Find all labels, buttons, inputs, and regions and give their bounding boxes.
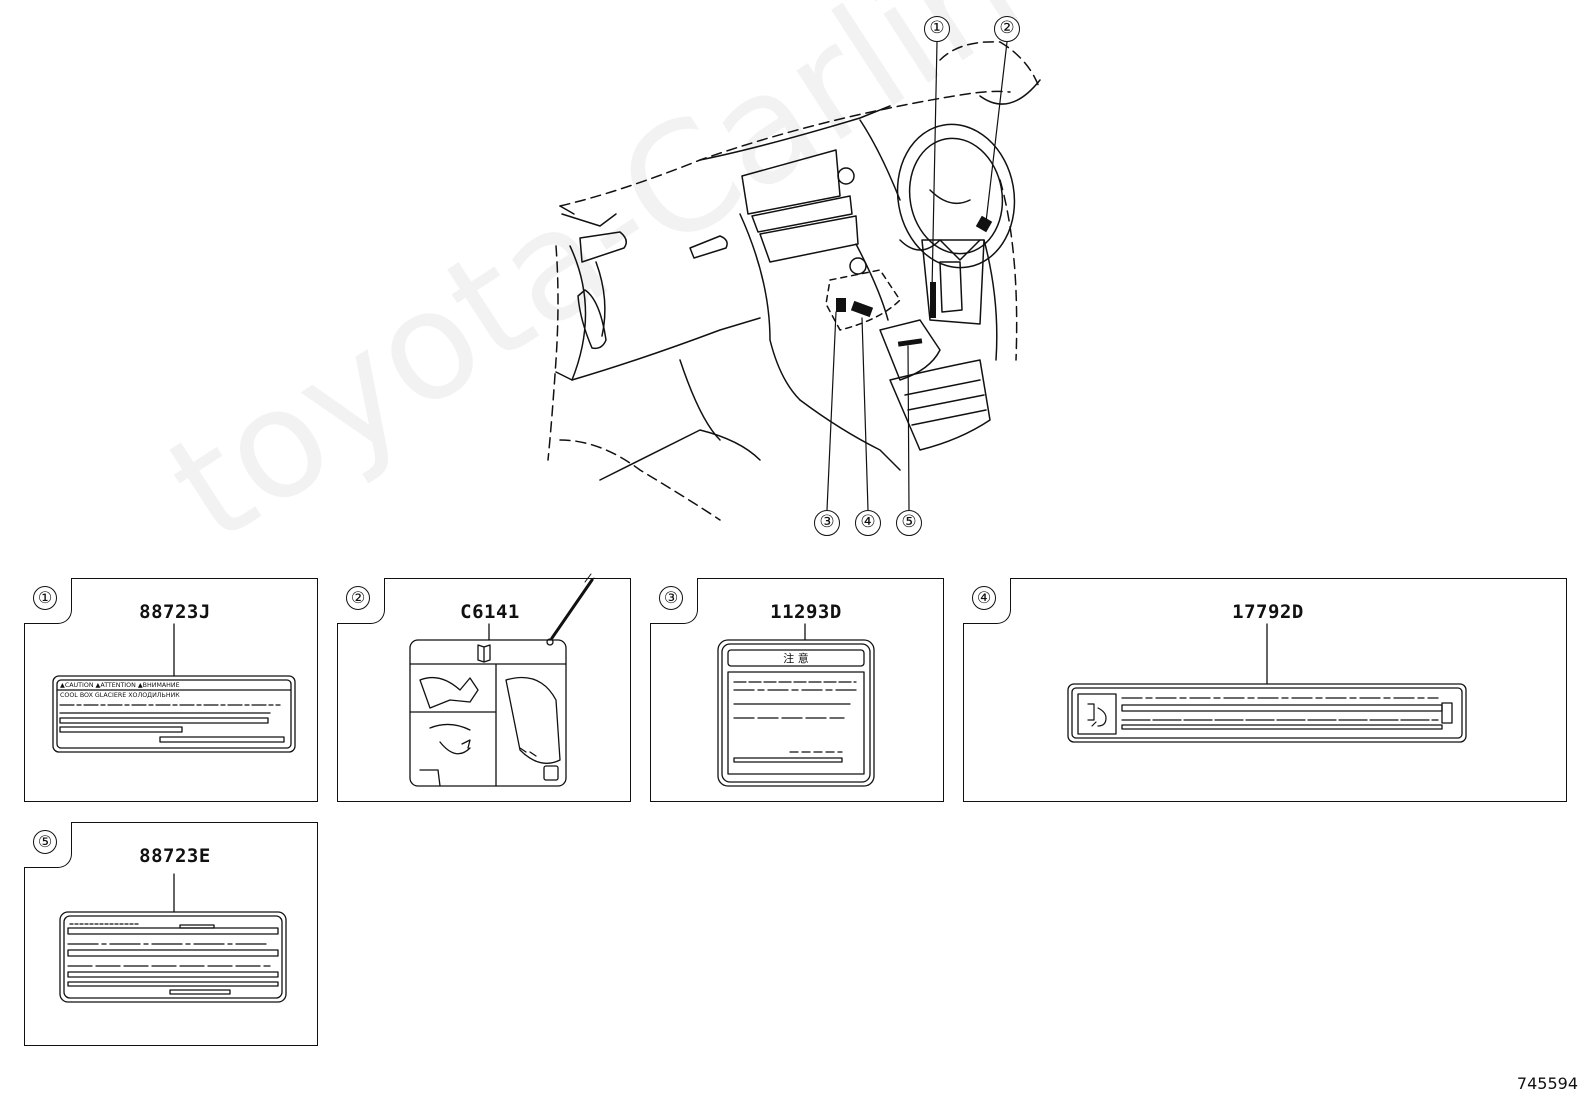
center-console: [739, 149, 991, 471]
part-number: 88723E: [139, 845, 211, 867]
part-number: 11293D: [770, 601, 842, 623]
dashboard-outline: [547, 41, 1041, 521]
panel-tab: ③: [650, 578, 698, 624]
panel-label-5: ⑤ 88723E: [24, 822, 318, 1046]
panel-index: ④: [972, 586, 996, 610]
panel-label-2: ② C6141: [337, 578, 631, 802]
panel-index: ①: [33, 586, 57, 610]
marker-1: [930, 282, 936, 318]
panel-index: ②: [346, 586, 370, 610]
panel-label-3: ③ 11293D: [650, 578, 944, 802]
steering-wheel: [859, 119, 1018, 361]
figure-number: 745594: [1516, 1074, 1578, 1093]
leader-lines: [826, 41, 1008, 511]
marker-2: [975, 215, 993, 233]
panel-index: ⑤: [33, 830, 57, 854]
panel-label-4: ④ 17792D: [963, 578, 1567, 802]
panel-tab: ②: [337, 578, 385, 624]
panel-index: ③: [659, 586, 683, 610]
marker-3: [836, 298, 846, 312]
marker-4: [850, 300, 874, 318]
watermark: toyota-Carline.ru: [140, 0, 1300, 576]
part-number: C6141: [460, 601, 520, 623]
callout-2: ②: [994, 16, 1020, 42]
panel-label-1: ① 88723J: [24, 578, 318, 802]
part-number: 88723J: [139, 601, 211, 623]
marker-5: [897, 338, 923, 347]
part-number: 17792D: [1232, 601, 1304, 623]
callout-4: ④: [855, 510, 881, 536]
callout-5: ⑤: [896, 510, 922, 536]
panel-tab: ①: [24, 578, 72, 624]
panel-tab: ④: [963, 578, 1011, 624]
label-markers: [836, 215, 993, 347]
panel-tab: ⑤: [24, 822, 72, 868]
callout-1: ①: [924, 16, 950, 42]
callout-3: ③: [814, 510, 840, 536]
